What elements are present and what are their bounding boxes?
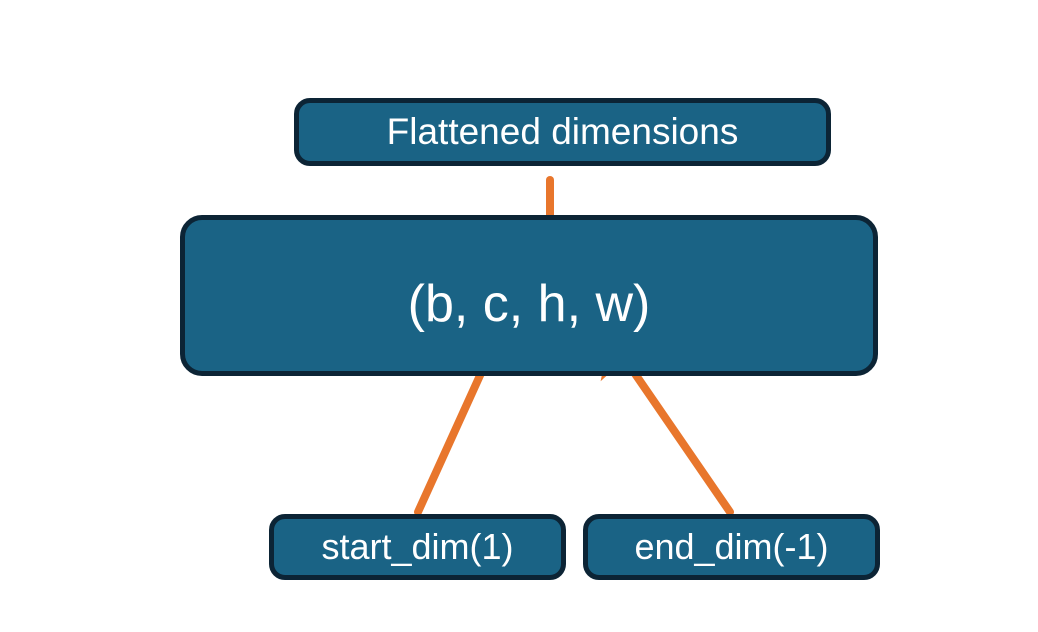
tensor-shape-label: (b, c, h, w) [407, 274, 651, 333]
flattened-dimensions-label: Flattened dimensions [386, 111, 739, 152]
flattened-dimensions-node[interactable]: Flattened dimensions [294, 98, 831, 166]
tensor-shape-node[interactable]: (b, c, h, w) [180, 215, 878, 376]
end-dim-node[interactable]: end_dim(-1) [583, 514, 880, 580]
start-dim-label: start_dim(1) [321, 526, 514, 567]
end-dim-label: end_dim(-1) [634, 526, 829, 567]
start-dim-node[interactable]: start_dim(1) [269, 514, 566, 580]
